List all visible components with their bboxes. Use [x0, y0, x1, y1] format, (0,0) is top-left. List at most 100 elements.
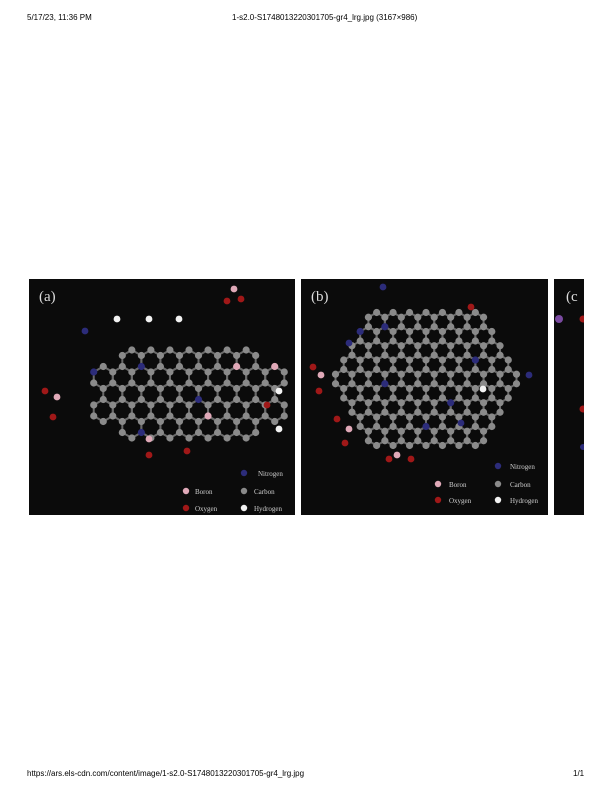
- atom: [145, 451, 153, 459]
- atom: [118, 362, 126, 371]
- atom: [261, 412, 269, 420]
- atom: [381, 437, 389, 445]
- atom: [348, 380, 356, 388]
- atom: [397, 427, 405, 435]
- atom: [373, 394, 381, 402]
- atom: [455, 384, 463, 393]
- atom: [407, 455, 415, 463]
- atom: [194, 351, 203, 360]
- atom: [463, 323, 471, 331]
- figure-panel-a: (a) Nitrogen Boron Carbon Oxygen Hydroge…: [29, 279, 295, 515]
- atom: [496, 370, 504, 378]
- atom: [414, 342, 422, 350]
- atom: [447, 437, 455, 445]
- atom: [555, 315, 563, 323]
- atom: [455, 337, 463, 345]
- atom: [381, 370, 389, 378]
- atom: [422, 394, 430, 402]
- atom: [405, 327, 414, 336]
- atom: [422, 422, 430, 431]
- atom: [422, 356, 430, 364]
- atom: [185, 379, 193, 387]
- atom: [137, 395, 145, 404]
- atom: [275, 425, 283, 433]
- atom: [479, 399, 488, 407]
- atom: [579, 405, 584, 413]
- atom: [280, 379, 288, 387]
- atom: [381, 380, 389, 388]
- atom: [183, 447, 191, 455]
- atom: [463, 408, 471, 416]
- atom: [166, 401, 174, 409]
- atom: [345, 339, 353, 347]
- atom: [463, 351, 471, 359]
- atom: [233, 417, 241, 426]
- atom: [252, 417, 260, 426]
- atom: [280, 412, 288, 420]
- atom: [275, 387, 283, 395]
- atom: [204, 434, 212, 442]
- atom: [422, 441, 430, 450]
- atom: [81, 327, 89, 335]
- atom: [156, 362, 165, 371]
- atom: [496, 399, 504, 407]
- atom: [405, 422, 414, 431]
- atom: [364, 323, 373, 331]
- atom: [194, 362, 203, 371]
- atom: [504, 365, 512, 374]
- atom: [389, 308, 397, 317]
- atom: [447, 323, 455, 331]
- atom: [488, 384, 496, 393]
- atom: [467, 303, 475, 311]
- atom: [455, 356, 463, 364]
- atom: [233, 428, 241, 437]
- atom: [488, 394, 496, 402]
- atom: [118, 417, 126, 426]
- atom: [381, 323, 389, 331]
- atom: [373, 413, 381, 421]
- atom: [147, 379, 155, 387]
- atom: [175, 395, 184, 404]
- atom: [479, 342, 488, 350]
- atom: [455, 308, 463, 317]
- atom: [109, 379, 117, 387]
- atom: [194, 428, 203, 437]
- atom: [512, 370, 521, 378]
- atom: [331, 370, 340, 378]
- atom: [99, 395, 107, 404]
- molecule-b-graphic: (b) Nitrogen Boron Carbon Oxygen Hydroge…: [309, 283, 538, 505]
- atom: [233, 362, 241, 371]
- atom: [213, 384, 222, 393]
- atom: [471, 327, 479, 336]
- atom: [315, 387, 323, 395]
- atom: [223, 412, 231, 420]
- atom: [379, 283, 387, 291]
- atom: [364, 399, 373, 407]
- atom: [175, 315, 183, 323]
- atom: [166, 346, 174, 354]
- atom: [479, 427, 488, 435]
- atom: [479, 313, 488, 321]
- atom: [381, 399, 389, 407]
- atom: [463, 427, 471, 435]
- atom: [333, 415, 341, 423]
- atom: [373, 365, 381, 374]
- atom: [479, 408, 488, 416]
- atom: [252, 428, 260, 437]
- atom: [166, 368, 174, 376]
- atom: [137, 428, 145, 437]
- atom: [348, 399, 356, 407]
- atom: [488, 356, 496, 364]
- atom: [438, 337, 447, 345]
- atom: [109, 401, 117, 409]
- atom: [175, 384, 184, 393]
- legend-a-hydrogen: Hydrogen: [254, 505, 282, 513]
- atom: [271, 362, 279, 371]
- legend-a-oxygen: Oxygen: [195, 505, 218, 513]
- atom: [147, 368, 155, 376]
- atom: [455, 413, 463, 421]
- atom: [447, 427, 455, 435]
- atom: [422, 327, 430, 336]
- print-datetime: 5/17/23, 11:36 PM: [27, 13, 92, 22]
- atom: [381, 313, 389, 321]
